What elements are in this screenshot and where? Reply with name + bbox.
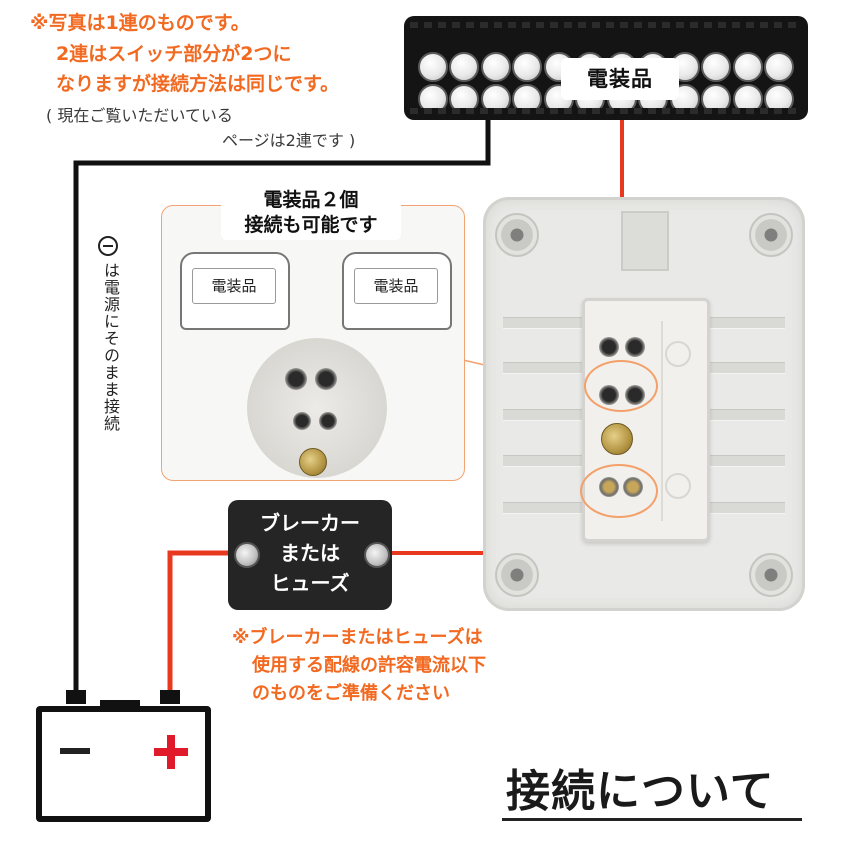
panel-title-line1: 電装品２個 — [263, 189, 359, 211]
note-line-3: なりますが接続方法は同じです。 — [56, 73, 340, 95]
terminal-highlight-bottom — [580, 464, 658, 518]
mount-hole-icon — [749, 213, 793, 257]
minus-circle-icon — [98, 236, 118, 256]
mini-device-b: 電装品 — [342, 252, 452, 330]
breaker-label-line3: ヒューズ — [270, 571, 350, 595]
screw-icon — [601, 423, 633, 455]
battery-plus-post — [160, 690, 180, 704]
section-title-underline — [502, 818, 802, 821]
breaker-to-battery-wire — [167, 550, 245, 693]
note-line-1: ※写真は1連のものです。 — [30, 12, 250, 34]
battery-plus-sign-v — [167, 735, 175, 769]
terminal-hole-icon — [599, 337, 619, 357]
terminal-stud-icon — [364, 542, 390, 568]
mount-hole-icon — [749, 553, 793, 597]
breaker-label-line1: ブレーカー — [260, 511, 360, 535]
battery-cap — [100, 700, 140, 708]
mini-device-b-label: 電装品 — [354, 268, 438, 304]
breaker-or-fuse-image — [228, 500, 392, 610]
note-line-2: 2連はスイッチ部分が2つに — [56, 43, 292, 65]
panel-title-line2: 接続も可能です — [244, 214, 378, 236]
terminal-highlight-top — [584, 360, 658, 412]
breaker-label: ブレーカー または ヒューズ — [250, 508, 370, 598]
terminal-stud-icon — [234, 542, 260, 568]
battery-minus-sign — [60, 748, 90, 754]
battery-icon — [36, 706, 211, 822]
mini-device-a: 電装品 — [180, 252, 290, 330]
mount-hole-icon — [495, 213, 539, 257]
mount-hole-icon — [495, 553, 539, 597]
note-line-5: ページは2連です ) — [222, 131, 356, 150]
section-title: 接続について — [506, 766, 775, 817]
battery-minus-post — [66, 690, 86, 704]
mini-device-a-label: 電装品 — [192, 268, 276, 304]
note-line-4: ( 現在ご覧いただいている — [46, 106, 233, 125]
zoomed-terminal-image — [247, 338, 387, 478]
negative-note-text: は電源にそのまま接続 — [101, 262, 120, 432]
breaker-label-line2: または — [280, 541, 340, 565]
panel-title: 電装品２個 接続も可能です — [221, 186, 401, 240]
negative-wire — [73, 120, 491, 693]
warning-line-2: 使用する配線の許容電流以下 — [252, 655, 486, 676]
warning-line-1: ※ブレーカーまたはヒューズは — [232, 627, 483, 648]
terminal-hole-icon — [625, 337, 645, 357]
warning-line-3: のものをご準備ください — [252, 683, 450, 704]
device-label: 電装品 — [561, 58, 679, 100]
